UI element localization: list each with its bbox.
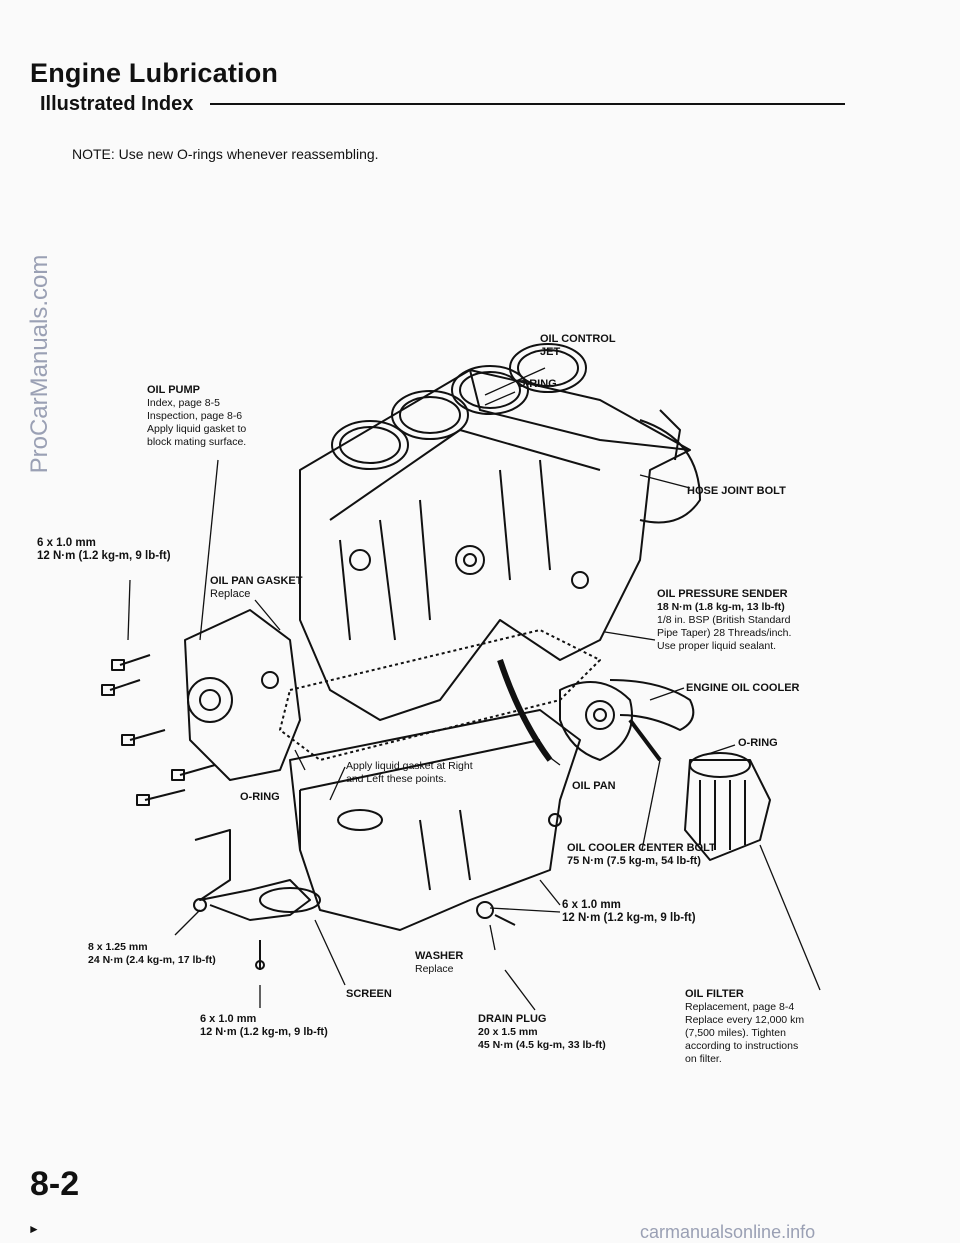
label-o-ring-right: O-RING bbox=[738, 737, 778, 750]
oil-pressure-sender-title: OIL PRESSURE SENDER bbox=[657, 588, 788, 600]
cylinder-bore-3 bbox=[451, 365, 529, 415]
bolt-left-size: 6 x 1.0 mm bbox=[37, 537, 96, 549]
hose-joint-bolt-text: HOSE JOINT BOLT bbox=[687, 485, 786, 497]
oil-pressure-sender-line: Pipe Taper) 28 Threads/inch. bbox=[657, 627, 792, 639]
bolt-pan-torque: 12 N·m (1.2 kg-m, 9 lb-ft) bbox=[562, 912, 696, 924]
label-oil-cooler-center-bolt: OIL COOLER CENTER BOLT 75 N·m (7.5 kg-m,… bbox=[567, 842, 716, 868]
cylinder-bore-2 bbox=[391, 390, 469, 440]
engine-oil-cooler-text: ENGINE OIL COOLER bbox=[686, 682, 800, 694]
oil-pump-line: Inspection, page 8-6 bbox=[147, 410, 243, 422]
oil-control-jet-text: OIL CONTROL JET bbox=[540, 333, 616, 358]
oil-pump-bolts bbox=[101, 654, 216, 806]
label-engine-oil-cooler: ENGINE OIL COOLER bbox=[686, 682, 799, 695]
oil-strainer bbox=[194, 829, 311, 921]
label-o-ring-top: O-RING bbox=[517, 378, 557, 391]
screen-text: SCREEN bbox=[346, 988, 392, 1000]
oil-pan-gasket-title: OIL PAN GASKET bbox=[210, 575, 303, 587]
label-oil-pan: OIL PAN bbox=[572, 780, 616, 793]
label-oil-pump: OIL PUMP Index, page 8-5 Inspection, pag… bbox=[147, 384, 246, 449]
gasket-note-line: and Left these points. bbox=[346, 773, 447, 785]
drain-plug-size: 20 x 1.5 mm bbox=[478, 1026, 538, 1038]
label-oil-pressure-sender: OIL PRESSURE SENDER 18 N·m (1.8 kg-m, 13… bbox=[657, 588, 791, 653]
oil-filter-title: OIL FILTER bbox=[685, 988, 744, 1000]
oil-pan-gasket-note: Replace bbox=[210, 588, 251, 600]
oil-pump bbox=[184, 609, 301, 781]
oil-filter-line: Replacement, page 8-4 bbox=[685, 1001, 795, 1013]
o-ring-right-text: O-RING bbox=[738, 737, 778, 749]
label-washer: WASHER Replace bbox=[415, 950, 463, 976]
o-ring-top-text: O-RING bbox=[517, 378, 557, 390]
watermark-bottom: carmanualsonline.info bbox=[640, 1222, 816, 1242]
label-hose-joint-bolt: HOSE JOINT BOLT bbox=[687, 485, 786, 498]
label-bolt-bottom: 6 x 1.0 mm 12 N·m (1.2 kg-m, 9 lb-ft) bbox=[200, 1013, 328, 1039]
oil-pressure-sender-line: 18 N·m (1.8 kg-m, 13 lb-ft) bbox=[657, 601, 785, 613]
page-title: Engine Lubrication bbox=[30, 58, 279, 88]
oil-pump-line: Index, page 8-5 bbox=[147, 397, 220, 409]
corner-mark: ► bbox=[28, 1222, 40, 1236]
oil-pressure-sender-line: Use proper liquid sealant. bbox=[657, 640, 777, 652]
page-number: 8-2 bbox=[30, 1165, 80, 1203]
drain-plug-torque: 45 N·m (4.5 kg-m, 33 lb-ft) bbox=[478, 1039, 606, 1051]
oil-cooler bbox=[559, 681, 633, 761]
bolt-bottom-size: 6 x 1.0 mm bbox=[200, 1013, 257, 1025]
oil-filter-line: (7,500 miles). Tighten bbox=[685, 1027, 786, 1039]
oil-pressure-sender-line: 1/8 in. BSP (British Standard bbox=[657, 614, 791, 626]
oil-filter-line: according to instructions bbox=[685, 1040, 799, 1052]
o-ring-left-text: O-RING bbox=[240, 791, 280, 803]
drain-plug-shape bbox=[476, 901, 494, 919]
label-bolt-pan: 6 x 1.0 mm 12 N·m (1.2 kg-m, 9 lb-ft) bbox=[562, 899, 696, 925]
oil-cooler-center-bolt-title: OIL COOLER CENTER BOLT bbox=[567, 842, 716, 854]
bolt-pan-size: 6 x 1.0 mm bbox=[562, 899, 621, 911]
oil-pan-gasket bbox=[279, 629, 601, 761]
oil-pump-line: Apply liquid gasket to bbox=[147, 423, 247, 435]
label-gasket-note: Apply liquid gasket at Right and Left th… bbox=[346, 760, 473, 786]
oil-filter-line: on filter. bbox=[685, 1053, 722, 1065]
title-rule bbox=[210, 103, 845, 105]
bolt-strainer-size: 8 x 1.25 mm bbox=[88, 941, 148, 953]
oil-pan bbox=[289, 709, 581, 931]
label-drain-plug: DRAIN PLUG 20 x 1.5 mm 45 N·m (4.5 kg-m,… bbox=[478, 1013, 606, 1052]
bolt-left-torque: 12 N·m (1.2 kg-m, 9 lb-ft) bbox=[37, 550, 171, 562]
oil-pump-title: OIL PUMP bbox=[147, 384, 200, 396]
label-o-ring-left: O-RING bbox=[240, 791, 280, 804]
label-screen: SCREEN bbox=[346, 988, 392, 1001]
bolt-bottom-torque: 12 N·m (1.2 kg-m, 9 lb-ft) bbox=[200, 1026, 328, 1038]
watermark-left: ProCarManuals.com bbox=[26, 254, 53, 474]
label-oil-filter: OIL FILTER Replacement, page 8-4 Replace… bbox=[685, 988, 804, 1066]
label-bolt-left: 6 x 1.0 mm 12 N·m (1.2 kg-m, 9 lb-ft) bbox=[37, 537, 171, 563]
label-oil-control-jet: OIL CONTROL JET bbox=[540, 333, 616, 359]
label-bolt-strainer: 8 x 1.25 mm 24 N·m (2.4 kg-m, 17 lb-ft) bbox=[88, 941, 216, 967]
oil-pan-text: OIL PAN bbox=[572, 780, 616, 792]
gasket-note-line: Apply liquid gasket at Right bbox=[346, 760, 473, 772]
label-oil-pan-gasket: OIL PAN GASKET Replace bbox=[210, 575, 303, 601]
oil-cooler-center-bolt-torque: 75 N·m (7.5 kg-m, 54 lb-ft) bbox=[567, 855, 701, 867]
washer-title: WASHER bbox=[415, 950, 464, 962]
cylinder-bore-4 bbox=[509, 343, 587, 393]
cylinder-bore-1 bbox=[331, 420, 409, 470]
drain-plug-title: DRAIN PLUG bbox=[478, 1013, 547, 1025]
oil-pump-line: block mating surface. bbox=[147, 436, 247, 448]
bolt-strainer-torque: 24 N·m (2.4 kg-m, 17 lb-ft) bbox=[88, 954, 216, 966]
oil-filter-line: Replace every 12,000 km bbox=[685, 1014, 805, 1026]
oil-filter bbox=[684, 759, 771, 861]
washer-note: Replace bbox=[415, 963, 454, 975]
reassembly-note: NOTE: Use new O-rings whenever reassembl… bbox=[72, 146, 379, 162]
section-subtitle: Illustrated Index bbox=[40, 93, 194, 115]
